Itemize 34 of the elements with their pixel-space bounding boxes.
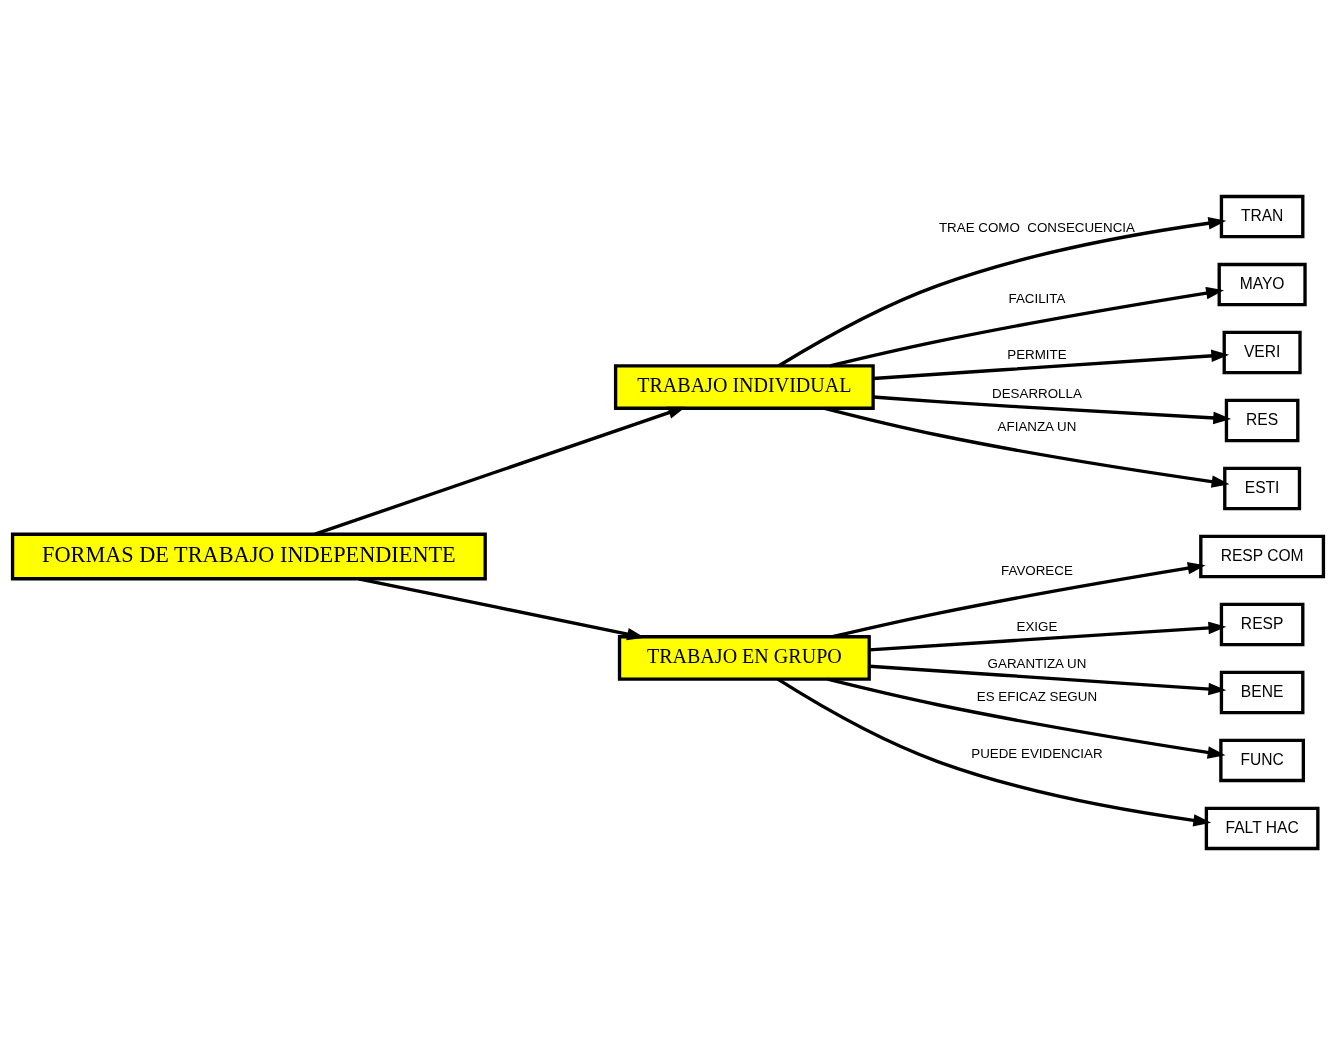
- arrow: [827, 677, 1226, 759]
- node-box: FORMAS DE TRABAJO INDEPENDIENTE: [10, 532, 487, 580]
- node-box: VERI: [1222, 330, 1302, 374]
- arrow: [776, 677, 1212, 827]
- node-box: FUNC: [1219, 738, 1306, 782]
- edge-label: TRAE COMO CONSECUENCIA: [938, 219, 1135, 235]
- node-box: RES: [1224, 398, 1300, 442]
- node-box: MAYO: [1217, 262, 1307, 306]
- arrow: [873, 394, 1232, 424]
- edge-label: DESARROLLA: [992, 385, 1082, 401]
- edge-label: AFIANZA UN: [997, 418, 1077, 434]
- edge-label: EXIGE: [1016, 618, 1058, 634]
- arrow: [829, 286, 1224, 367]
- edge-label: ES EFICAZ SEGUN: [976, 688, 1098, 704]
- edge-label: PUEDE EVIDENCIAR: [971, 745, 1103, 761]
- arrow: [314, 406, 686, 536]
- arrow: [873, 349, 1230, 380]
- node-box: FALT HAC: [1204, 806, 1320, 850]
- edge-label: FAVORECE: [1001, 562, 1073, 578]
- node-box: BENE: [1219, 670, 1305, 714]
- arrow: [832, 561, 1206, 638]
- edge-label: PERMITE: [1007, 346, 1067, 362]
- edge-label: GARANTIZA UN: [987, 655, 1087, 671]
- node-box: TRABAJO INDIVIDUAL: [613, 363, 875, 410]
- node-box: ESTI: [1223, 466, 1302, 510]
- node-box: TRABAJO EN GRUPO: [617, 634, 871, 681]
- node-box: RESP COM: [1199, 534, 1326, 578]
- arrow: [869, 664, 1227, 695]
- node-box: TRAN: [1219, 194, 1305, 238]
- node-box: RESP: [1219, 602, 1305, 646]
- arrow: [824, 406, 1230, 488]
- edge-label: FACILITA: [1008, 290, 1066, 306]
- arrow: [869, 621, 1227, 652]
- arrow: [778, 216, 1227, 367]
